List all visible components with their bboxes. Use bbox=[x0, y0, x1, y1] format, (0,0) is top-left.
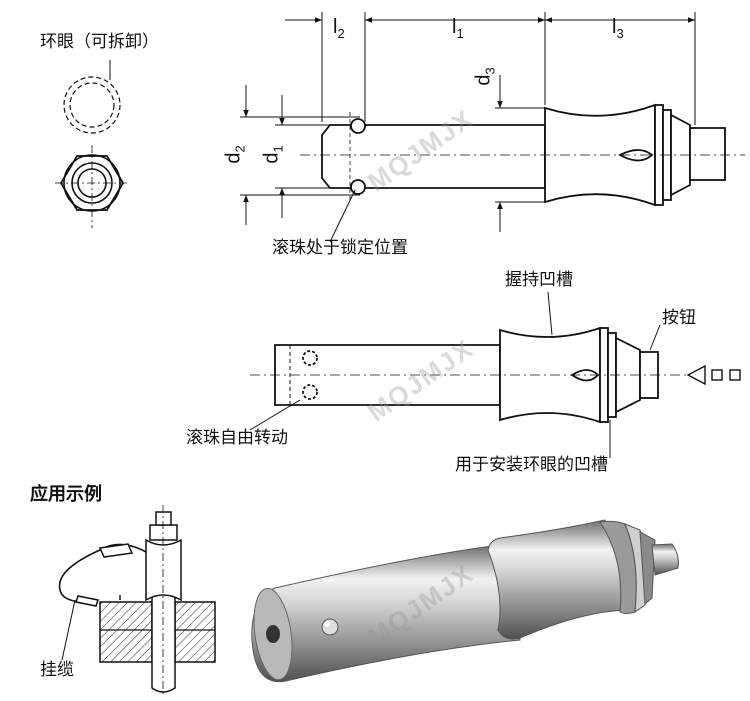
label-button: 按钮 bbox=[662, 308, 696, 328]
dim-l2: l2 bbox=[333, 16, 345, 41]
push-arrow-icon bbox=[686, 364, 741, 386]
pin-side-view-free bbox=[250, 326, 690, 424]
application-drawing bbox=[58, 505, 216, 695]
label-balls-free: 滚珠自由转动 bbox=[186, 428, 288, 448]
product-photo bbox=[251, 519, 679, 682]
end-view bbox=[55, 76, 130, 228]
leaders-mid bbox=[249, 291, 661, 458]
label-cable: 挂缆 bbox=[40, 660, 74, 680]
dim-l1: l1 bbox=[452, 16, 464, 41]
dimension-lines bbox=[109, 12, 696, 243]
dim-d1: d1 bbox=[260, 145, 286, 164]
pin-side-view-locked bbox=[300, 103, 745, 207]
application-title: 应用示例 bbox=[30, 484, 102, 505]
label-grip-groove: 握持凹槽 bbox=[505, 270, 573, 290]
label-ring-removable: 环眼（可拆卸） bbox=[40, 32, 159, 52]
dim-l3: l3 bbox=[612, 16, 624, 41]
label-ring-groove: 用于安装环眼的凹槽 bbox=[455, 455, 608, 475]
dim-d3: d3 bbox=[472, 67, 498, 86]
label-balls-locked: 滚珠处于锁定位置 bbox=[272, 238, 408, 258]
dim-d2: d2 bbox=[222, 145, 248, 164]
